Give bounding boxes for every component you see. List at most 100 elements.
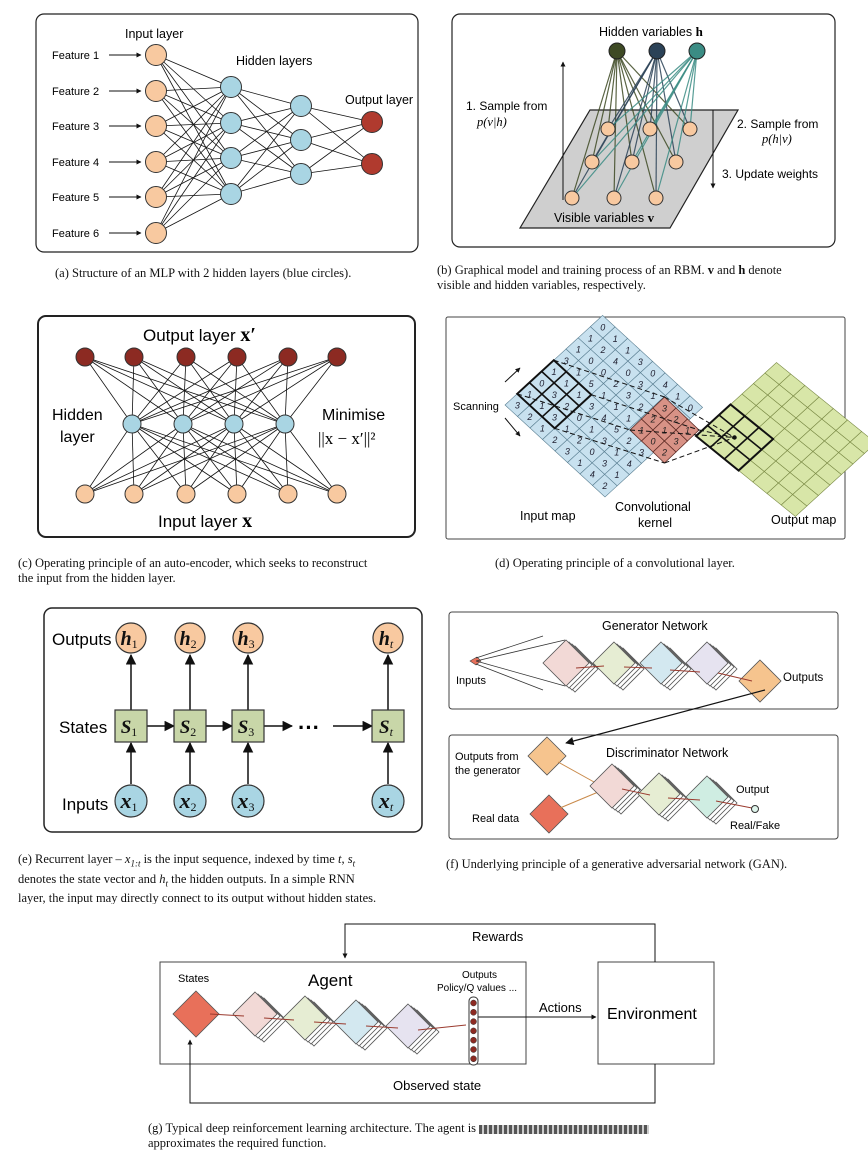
caption-b-wrap: (b) Graphical model and training process… [437, 263, 782, 292]
ae-nodes [75, 347, 347, 504]
ae-edge [84, 423, 133, 495]
conv-input-digit: 0 [588, 356, 593, 366]
conv-input-digit: 0 [650, 368, 655, 378]
mlp-feature-label: Feature 1 [52, 50, 99, 62]
drl-rewards: Rewards [472, 929, 524, 944]
mlp-hidden-node [220, 112, 242, 134]
conv-input-digit: 2 [526, 412, 532, 422]
rnn-input-node [371, 784, 405, 818]
conv-input-digit: 1 [625, 345, 630, 355]
conv-input-digit: 1 [626, 413, 631, 423]
gan-real-data: Real data [472, 813, 520, 825]
rnn-state-sub: t [390, 725, 394, 739]
mlp-edge [155, 86, 232, 198]
conv-input-digit: 3 [565, 447, 570, 457]
conv-input-digit: 3 [638, 379, 643, 389]
gan-gen-link [717, 672, 753, 682]
drl-link [263, 1017, 295, 1021]
rbm-hidden-node [608, 42, 626, 60]
rbm-step1: 1. Sample from [466, 99, 547, 113]
mlp-edge [300, 163, 373, 175]
mlp-edge [230, 139, 302, 159]
conv-input-digit: 3 [564, 356, 569, 366]
drl-actions: Actions [539, 1000, 582, 1015]
ae-edge [131, 423, 289, 495]
rbm-visible-node [624, 154, 640, 170]
conv-input-digit: 4 [627, 459, 632, 469]
mlp-edge [155, 193, 232, 234]
drl-rewards-arrow [342, 923, 656, 962]
rnn-state-box [231, 709, 265, 743]
gan-gen-edge [475, 660, 566, 687]
drl-states: States [178, 973, 210, 985]
conv-output-window-line [723, 426, 760, 460]
conv-input-digit: 3 [638, 357, 643, 367]
mlp-feature-label: Feature 2 [52, 86, 99, 98]
caption-g-redacted [479, 1124, 650, 1134]
ae-input-node [227, 484, 247, 504]
rbm-edge [607, 50, 698, 130]
conv-input-digit: 3 [626, 391, 631, 401]
conv-input-digit: 4 [663, 380, 668, 390]
ae-edge [131, 423, 187, 495]
conv-input-digit: 0 [590, 447, 595, 457]
conv-input-digit: 2 [612, 379, 618, 389]
gan-inputs: Inputs [456, 675, 486, 687]
ae-edge [284, 423, 338, 495]
rbm-visible-node [642, 121, 658, 137]
rbm-edge [656, 50, 677, 163]
ae-input-node [278, 484, 298, 504]
drl-state-diamond [172, 990, 220, 1038]
drl-agent: Agent [308, 971, 353, 990]
rbm-visible-node [648, 190, 664, 206]
conv-dash-line [698, 429, 735, 438]
gan-output: Output [736, 784, 769, 796]
mlp-input-node [145, 44, 167, 66]
mlp-input-node [145, 151, 167, 173]
conv-scan-window-line [541, 370, 580, 407]
mlp-hidden-node [290, 163, 312, 185]
drl-environment: Environment [607, 1006, 697, 1023]
conv-input-digit: 3 [602, 458, 607, 468]
gan-disc-layer-2 [637, 772, 681, 816]
rnn-output-node [372, 622, 404, 654]
conv-input-digit: 1 [540, 424, 545, 434]
caption-c: (c) Operating principle of an auto-encod… [18, 556, 368, 585]
gan-disc-link [621, 788, 651, 796]
caption-a: (a) Structure of an MLP with 2 hidden la… [55, 266, 352, 280]
rnn-input-node [231, 784, 265, 818]
ae-input-label: Input layer x [158, 510, 252, 532]
rnn-states-label: States [59, 718, 107, 737]
conv-scan-arrow-down [504, 417, 521, 437]
mlp-feature-label: Feature 3 [52, 121, 99, 133]
conv-output-map-label: Output map [771, 513, 836, 527]
mlp-hidden-node [220, 147, 242, 169]
mlp-output-node [361, 111, 383, 133]
ae-edge [131, 423, 238, 495]
conv-input-digit: 4 [613, 356, 618, 366]
rbm-edge [655, 50, 658, 199]
gan-gen-link [575, 665, 605, 669]
gan-feedback-arrow [565, 689, 766, 746]
rnn-input-node [173, 784, 207, 818]
conv-dash-line [591, 394, 700, 431]
drl-output-unit [470, 1055, 477, 1063]
ae-input-node [75, 484, 95, 504]
mlp-feature-label: Feature 4 [52, 157, 99, 169]
mlp-edge [230, 122, 302, 141]
mlp-edge [230, 105, 302, 195]
conv-input-digit: 5 [614, 425, 620, 435]
caption-f: (f) Underlying principle of a generative… [446, 857, 788, 871]
ae-edge [233, 423, 338, 495]
mlp-hidden-node [290, 95, 312, 117]
conv-kernel-digit: 2 [672, 415, 678, 425]
rbm-edge [649, 50, 658, 130]
conv-input-digit: 3 [589, 402, 594, 412]
ae-hidden-node [173, 414, 193, 434]
gan-generated-diamond [527, 736, 567, 776]
rnn-output-sub: 3 [249, 637, 255, 651]
conv-scanning: Scanning [453, 401, 499, 413]
ae-hidden-node [224, 414, 244, 434]
mlp-edge [155, 86, 232, 92]
panel-drl: Environment Rewards Observed state Actio… [159, 923, 715, 1104]
